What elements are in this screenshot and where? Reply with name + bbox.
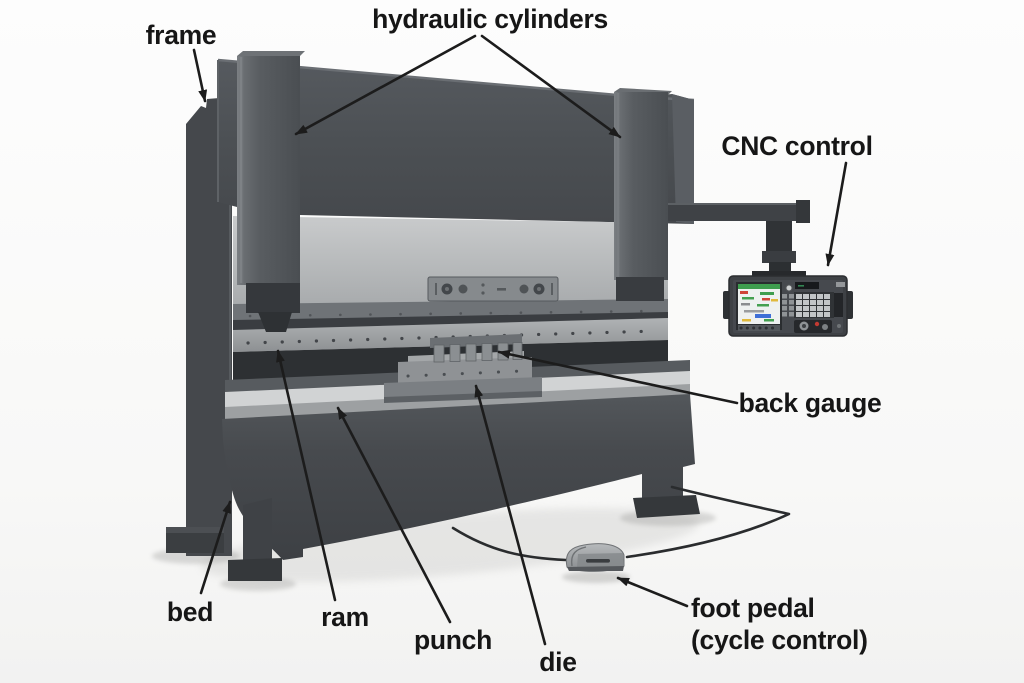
hydraulic-cylinder-right [614,92,668,280]
leader-hydraulic-right [480,34,622,139]
cylinder-right-block [616,277,664,301]
cnc-arm-endcap [796,200,810,223]
pedal-base [567,566,624,571]
ram-rail [233,318,668,352]
pedal-cable-left [451,526,568,562]
bed-apron [222,394,695,560]
foot-pedal[interactable] [565,543,625,572]
label-frame: frame [146,20,217,50]
top-beam-right-face [672,94,694,224]
labels: frame hydraulic cylinders CNC control ba… [146,4,882,677]
tool-clamp-bar [427,276,559,302]
leader-lines [192,34,848,646]
label-hydraulic-cylinders: hydraulic cylinders [372,4,608,34]
hydraulic-cylinder-left [237,56,300,285]
leader-frame [192,48,208,103]
label-ram: ram [321,602,369,632]
leader-hydraulic-left [294,34,477,136]
pedal-slot [586,559,610,563]
cnc-side-slot [834,293,843,317]
leader-back-gauge [497,349,739,405]
leader-bed [199,500,232,595]
punch-tool [430,334,523,363]
label-back-gauge: back gauge [739,388,882,418]
frame-foot-rear-top [166,527,224,533]
cnc-status-display [795,282,819,289]
top-beam [218,60,694,224]
cnc-indicator-light [837,324,841,328]
cnc-brand-tag [836,282,845,287]
cnc-jog-knob[interactable] [822,324,828,330]
leader-die [474,384,547,646]
label-foot-pedal-line2: (cycle control) [691,625,868,655]
cylinder-left-top [237,51,305,56]
label-die: die [539,647,576,677]
cnc-function-keys[interactable] [782,294,794,317]
cylinder-left-tool [258,312,292,332]
upper-panel [233,216,668,305]
pedal-cable-right [625,485,791,559]
leader-foot-pedal [616,576,689,608]
leader-ram [276,349,337,602]
frame-side-plate [186,97,232,556]
label-foot-pedal-line1: foot pedal [691,593,815,623]
label-punch: punch [414,625,492,655]
cnc-column-collar [762,251,796,263]
press-brake-machine [166,51,853,581]
front-left-foot [228,558,282,581]
label-bed: bed [167,597,213,627]
front-left-leg [243,498,272,566]
cnc-status-readout [798,285,804,287]
cnc-estop-button[interactable] [814,321,820,327]
cnc-control-panel [723,271,853,337]
right-foot [633,495,700,518]
cnc-screen-content [738,284,780,322]
leader-cnc-control [825,161,848,267]
cnc-power-button[interactable] [785,284,793,292]
cnc-column-upper [766,221,792,253]
cnc-arm [668,203,806,221]
cnc-keypad[interactable] [796,294,830,317]
label-cnc-control: CNC control [721,131,872,161]
leader-punch [336,406,452,624]
cylinder-left-block [246,283,300,313]
ram-rail-bolts [246,329,658,345]
